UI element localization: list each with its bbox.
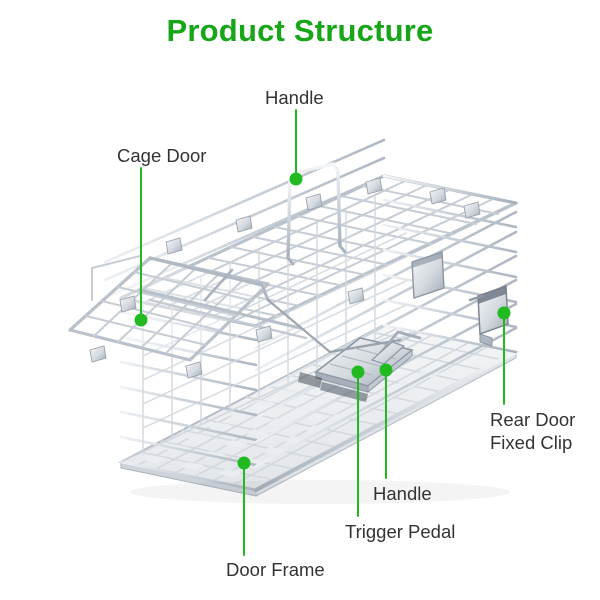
carry-handle <box>286 162 347 266</box>
callout-label-handle-top: Handle <box>265 87 324 108</box>
callout-label-rear-door-fixed-clip-line2: Fixed Clip <box>490 432 573 453</box>
frame-connector-clips <box>89 177 481 379</box>
door-linkage-rods <box>138 268 332 354</box>
cage-rear-end-panel <box>382 174 518 354</box>
callout-label-rear-door-fixed-clip-line1: Rear Door <box>490 409 576 430</box>
callout-label-trigger-pedal: Trigger Pedal <box>345 521 456 542</box>
inner-handle-latch <box>370 330 422 365</box>
callout-label-handle-bottom: Handle <box>373 483 432 504</box>
callout-label-cage-door: Cage Door <box>117 145 207 166</box>
callout-label-rear-door-fixed-clip: Rear Door Fixed Clip <box>490 408 575 454</box>
rear-door-fixed-clip <box>468 284 509 347</box>
side-latch-plate <box>411 251 445 299</box>
cage-top-panel <box>119 174 518 328</box>
callout-label-door-frame: Door Frame <box>226 559 325 580</box>
page-title: Product Structure <box>166 13 434 48</box>
